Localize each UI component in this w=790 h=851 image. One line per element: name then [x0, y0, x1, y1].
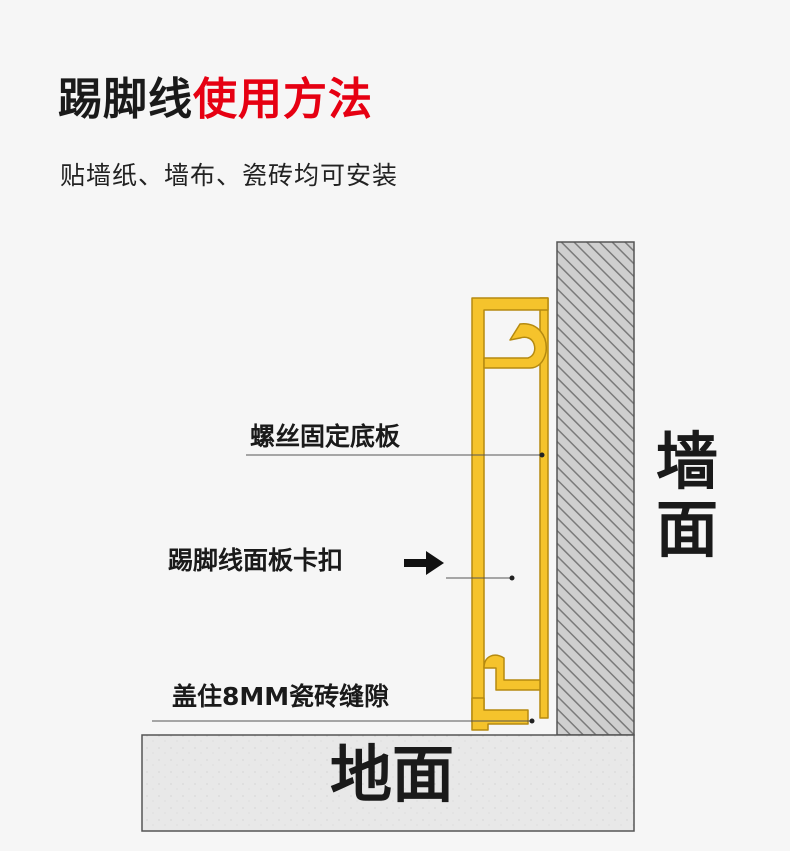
label-panel-clip: 踢脚线面板卡扣 — [168, 546, 344, 575]
ground-label: 地面 — [330, 738, 455, 811]
top-hook — [483, 323, 547, 369]
bottom-clip — [483, 654, 541, 691]
wall-block — [556, 241, 635, 736]
arrow-right-icon — [404, 551, 444, 575]
dot-gap-cover — [529, 718, 535, 724]
leader-lines — [152, 454, 542, 722]
wall-label-char2: 面 — [655, 493, 718, 567]
label-gap-cover: 盖住8MM瓷砖缝隙 — [172, 682, 390, 711]
page-subtitle: 贴墙纸、墙布、瓷砖均可安装 — [60, 161, 399, 190]
skirting-profile — [471, 297, 549, 731]
wall-label: 墙 面 — [654, 425, 720, 567]
label-base-plate: 螺丝固定底板 — [250, 422, 401, 451]
dot-base-plate — [539, 452, 545, 458]
bottom-foot — [471, 697, 529, 731]
wall-label-char1: 墙 — [655, 425, 718, 498]
page-title: 踢脚线使用方法 — [58, 78, 373, 122]
dot-panel-clip — [509, 575, 515, 581]
title-part-black: 踢脚线 — [58, 74, 193, 125]
ground-block — [141, 734, 635, 832]
title-part-red: 使用方法 — [193, 74, 373, 125]
